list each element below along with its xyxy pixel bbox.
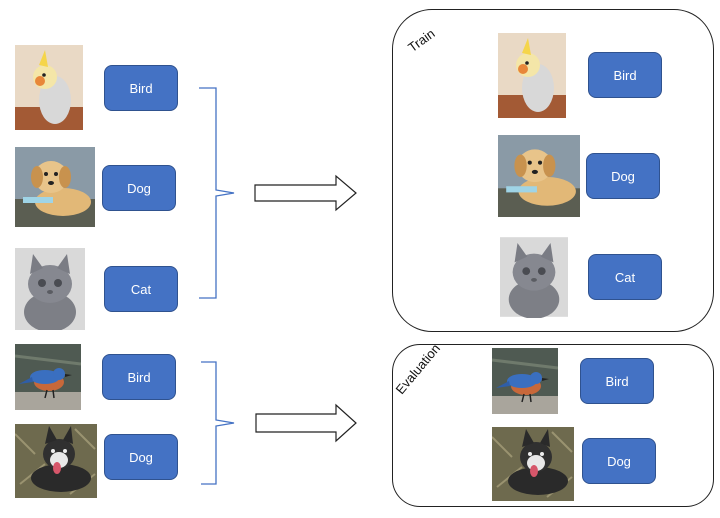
evaluation-label-bird: Bird [580,358,654,404]
train-cockatiel-image [498,33,566,118]
cockatiel-image [15,45,83,130]
dataset-label-bird-2: Bird [102,354,176,400]
bluebird-image [15,344,81,410]
train-group-brace [199,87,235,299]
train-arrow [254,174,357,212]
train-golden-retriever-image [498,135,580,217]
dataset-label-dog: Dog [102,165,176,211]
grey-kitten-image [15,248,85,330]
dataset-label-dog-2: Dog [104,434,178,480]
train-label-bird: Bird [588,52,662,98]
train-label-dog: Dog [586,153,660,199]
train-label-cat: Cat [588,254,662,300]
golden-retriever-image [15,147,95,227]
evaluation-husky-puppy-image [492,427,574,501]
dataset-label-cat: Cat [104,266,178,312]
evaluation-group-brace [201,361,235,485]
husky-puppy-image [15,424,97,498]
evaluation-bluebird-image [492,348,558,414]
evaluation-label-dog: Dog [582,438,656,484]
evaluation-arrow [255,403,357,443]
dataset-label-bird: Bird [104,65,178,111]
train-grey-kitten-image [500,236,568,318]
